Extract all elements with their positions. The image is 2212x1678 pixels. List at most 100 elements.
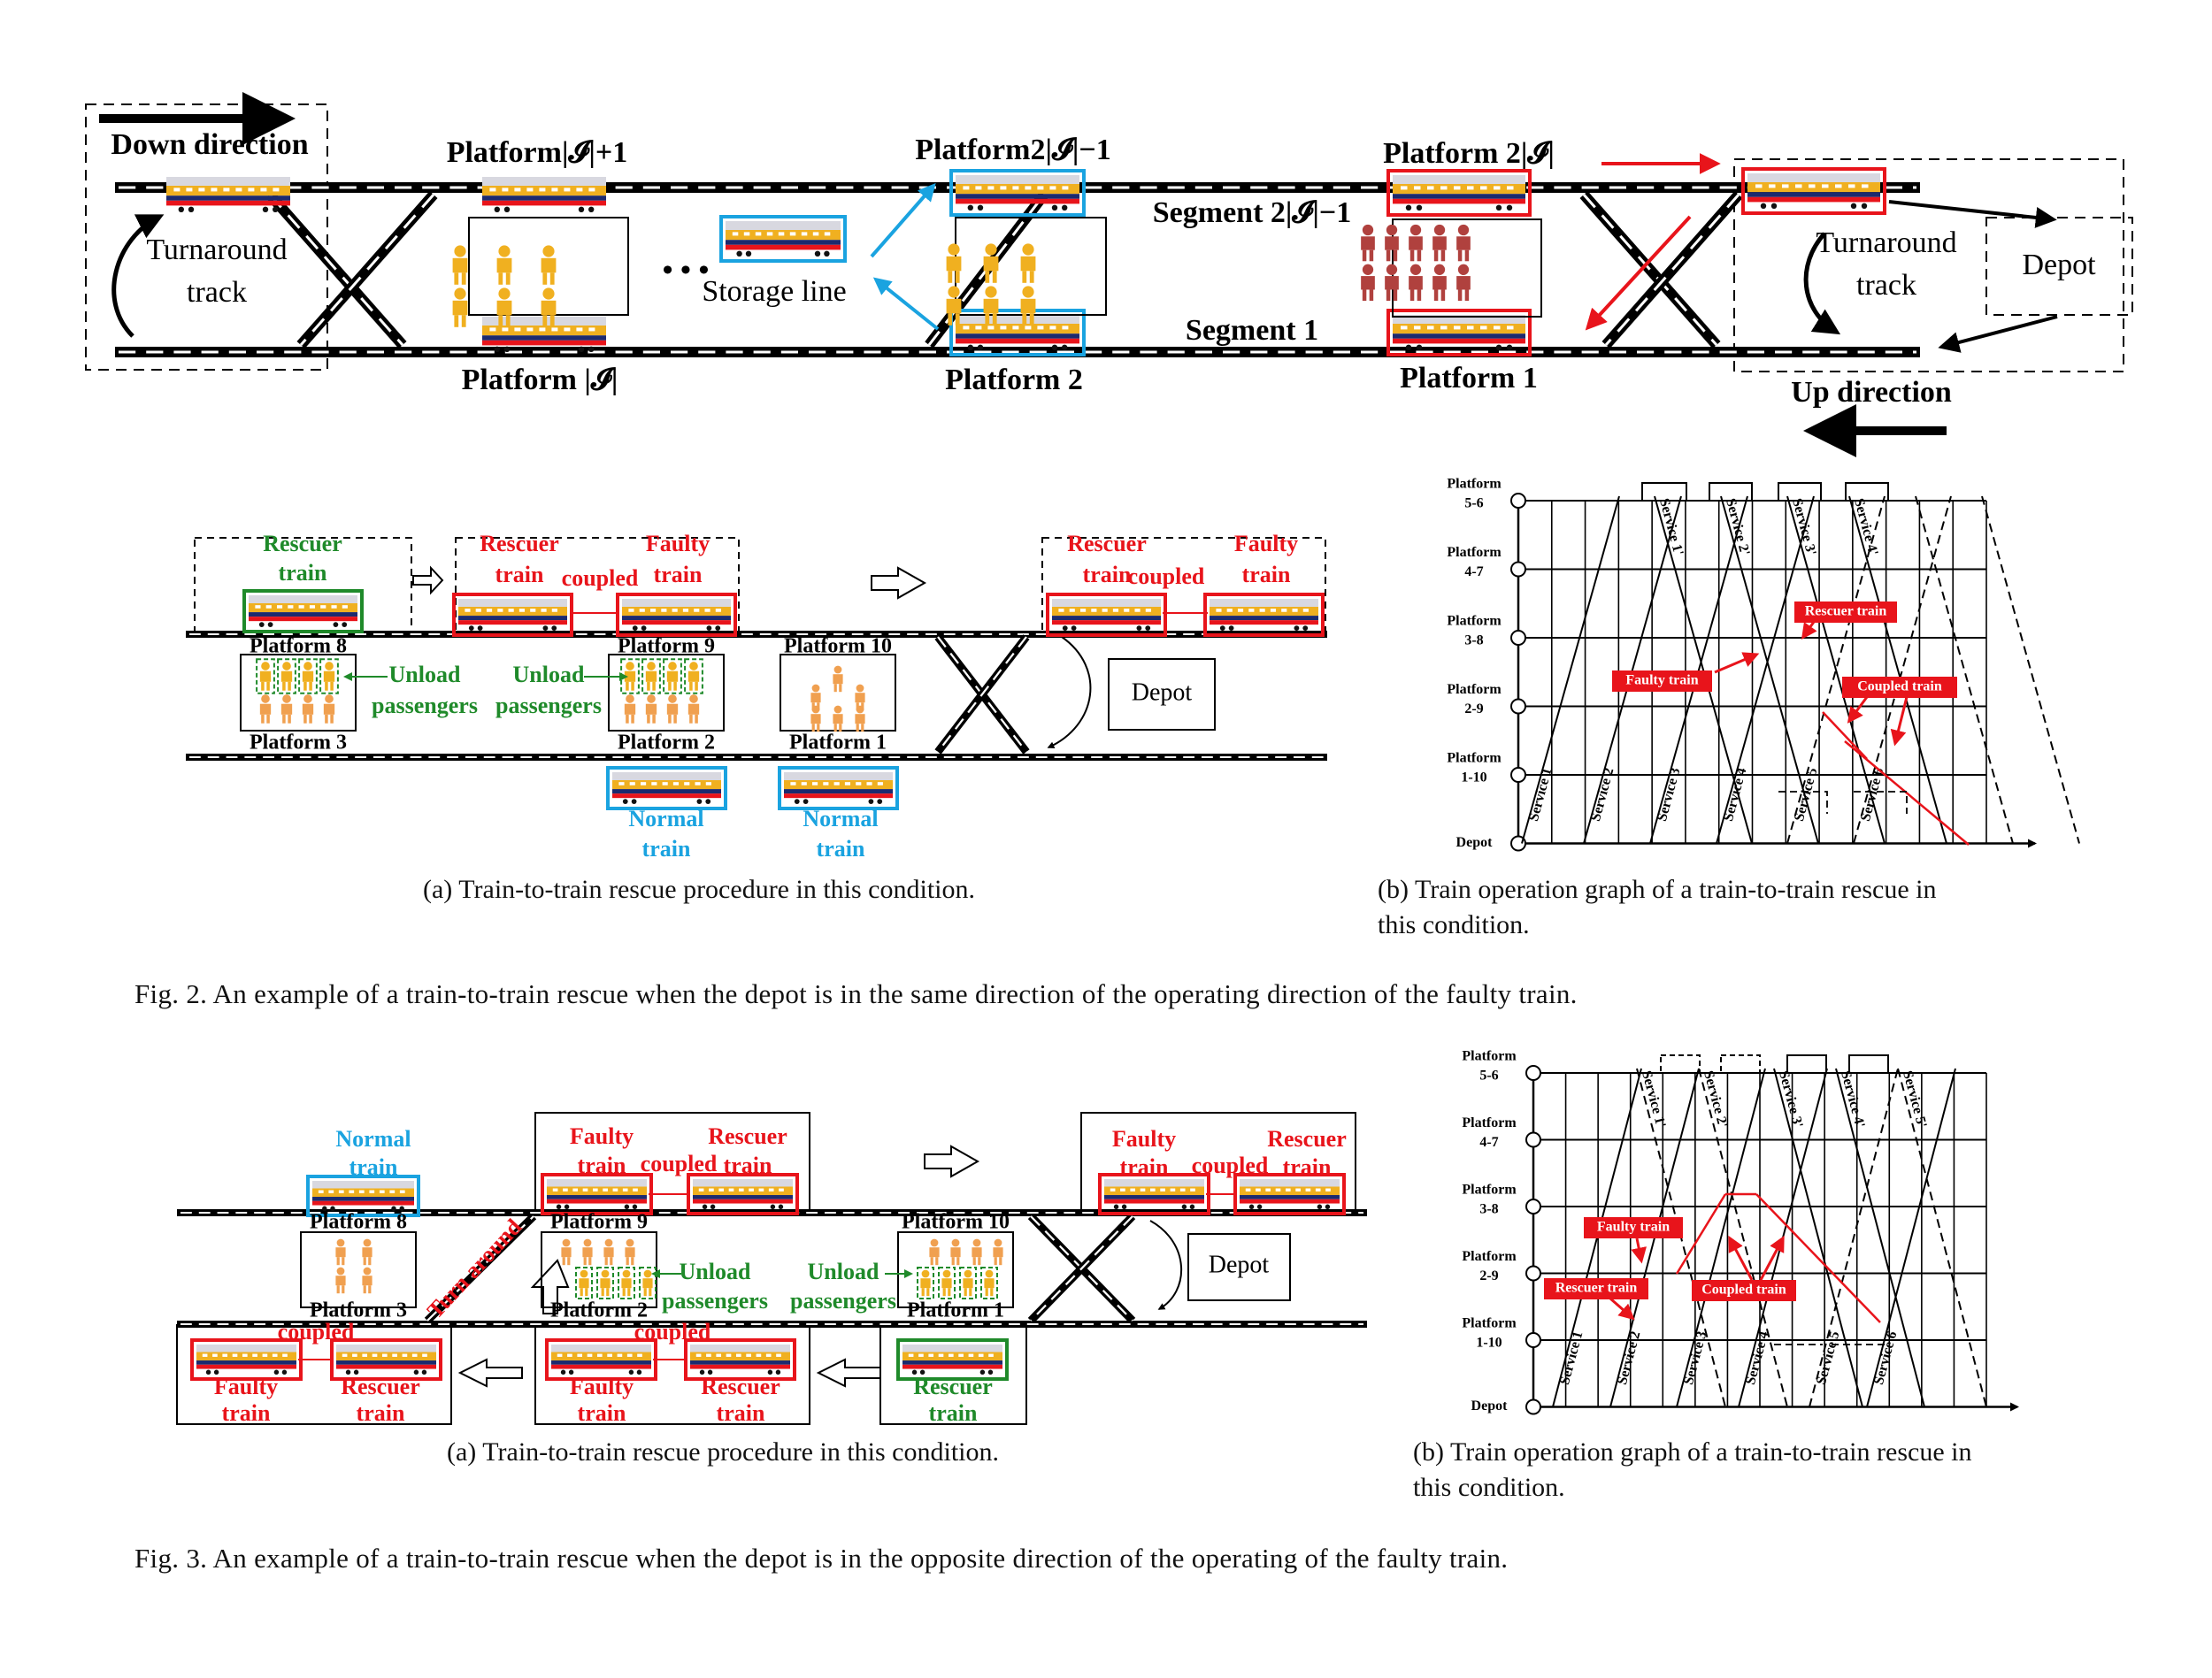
train-roof: [336, 1345, 436, 1352]
person-head: [1022, 286, 1034, 298]
platform-label: Platform |𝓘|: [462, 364, 618, 396]
red-label-box: [1692, 1280, 1796, 1301]
red-label-box: [1584, 1217, 1683, 1238]
train-navy-band: [482, 335, 606, 341]
passenger-icon: [983, 286, 999, 326]
person-body: [280, 670, 293, 682]
train-window: [987, 186, 995, 190]
storage-line-label: Storage line: [702, 275, 846, 308]
person-leg: [1393, 249, 1398, 262]
train-wheel: [1136, 625, 1142, 631]
person-leg: [833, 724, 837, 732]
person-body: [362, 1276, 373, 1286]
train-icon: [1386, 309, 1532, 356]
coupled-label: coupled: [634, 1319, 711, 1345]
person-head: [1409, 264, 1422, 275]
station-label: Platform: [1462, 1249, 1517, 1264]
person-leg: [955, 313, 960, 326]
train-navy-band: [726, 240, 841, 245]
station-label: 3-8: [1464, 633, 1483, 648]
person-body: [496, 257, 512, 273]
train-wheel: [824, 250, 830, 257]
service-line-down: [1786, 495, 1886, 844]
person-leg: [689, 681, 693, 691]
person-body: [666, 703, 679, 715]
passenger-icon: [993, 1238, 1003, 1266]
train-window: [918, 1353, 924, 1357]
train-wheel: [1062, 625, 1068, 631]
train-window: [1401, 186, 1408, 190]
station-node: [1510, 698, 1526, 715]
platform-label: Platform 8: [250, 635, 347, 658]
person-leg: [606, 1288, 610, 1297]
service-line-up: [1716, 495, 1815, 844]
train-window: [596, 1353, 603, 1357]
service-line-down: [1720, 495, 1819, 844]
station-label: Platform: [1462, 1049, 1517, 1064]
train-window: [379, 1190, 385, 1193]
train-window: [1265, 1188, 1271, 1191]
platform-label: Platform 2: [618, 732, 715, 755]
passenger-icon: [496, 245, 512, 285]
train-wheel: [494, 206, 500, 212]
train-red-band: [482, 200, 606, 206]
passenger-icon: [1385, 224, 1399, 262]
train-navy-band: [784, 789, 893, 794]
person-head: [1433, 264, 1446, 275]
service-label: Service 3': [1776, 1069, 1806, 1130]
person-leg: [948, 1288, 951, 1297]
train-red-band: [249, 617, 357, 622]
train-wheel: [421, 1369, 427, 1375]
service-line-up: [1853, 495, 1952, 844]
person-head: [948, 243, 960, 256]
crossover-ties: [268, 194, 404, 346]
turnaround-box: [1709, 482, 1753, 502]
train-window: [1454, 186, 1461, 190]
train-window: [1494, 326, 1501, 330]
person-leg: [588, 1257, 592, 1266]
depot-label: Depot: [2022, 249, 2096, 281]
train-window: [622, 1188, 628, 1191]
train-window: [1494, 186, 1501, 190]
person-body: [855, 714, 865, 724]
platform-box: [780, 654, 896, 732]
train-window: [978, 1353, 984, 1357]
unloaded-frame: [917, 1267, 934, 1299]
person-head: [1362, 224, 1374, 236]
service-label: Service 1': [1656, 497, 1686, 557]
train-window: [1012, 186, 1019, 190]
crossover-ties: [1030, 1215, 1133, 1322]
train-wheel: [1861, 203, 1868, 209]
train-window: [958, 1353, 964, 1357]
passenger-icon: [687, 694, 700, 724]
train-window: [1401, 326, 1408, 330]
train-window: [392, 1353, 397, 1357]
train-window: [628, 609, 634, 612]
person-body: [1385, 236, 1399, 250]
train-window: [338, 1190, 344, 1193]
passenger-icon: [618, 1267, 635, 1299]
platform-label: Platform 1: [789, 732, 887, 755]
train-wheel: [1256, 1204, 1263, 1209]
person-leg: [1029, 313, 1034, 326]
train-navy-band: [196, 1360, 296, 1365]
red-label-arrow: [1609, 1297, 1635, 1321]
train-red-band: [1104, 1199, 1204, 1204]
train-wheel: [814, 250, 821, 257]
train-window: [255, 605, 261, 609]
train-window: [1062, 326, 1069, 330]
passenger-icon: [541, 287, 557, 327]
unload-label: passengers: [790, 1288, 896, 1314]
person-leg: [1409, 249, 1415, 262]
train-red-band: [1393, 338, 1525, 344]
person-body: [1432, 236, 1447, 250]
normal-label: train: [642, 836, 691, 862]
train-window: [975, 186, 982, 190]
person-head: [626, 694, 634, 703]
train-window: [489, 327, 496, 332]
train-window: [629, 782, 635, 785]
train-wheel: [578, 346, 585, 352]
person-head: [261, 694, 270, 703]
person-leg: [955, 271, 960, 283]
